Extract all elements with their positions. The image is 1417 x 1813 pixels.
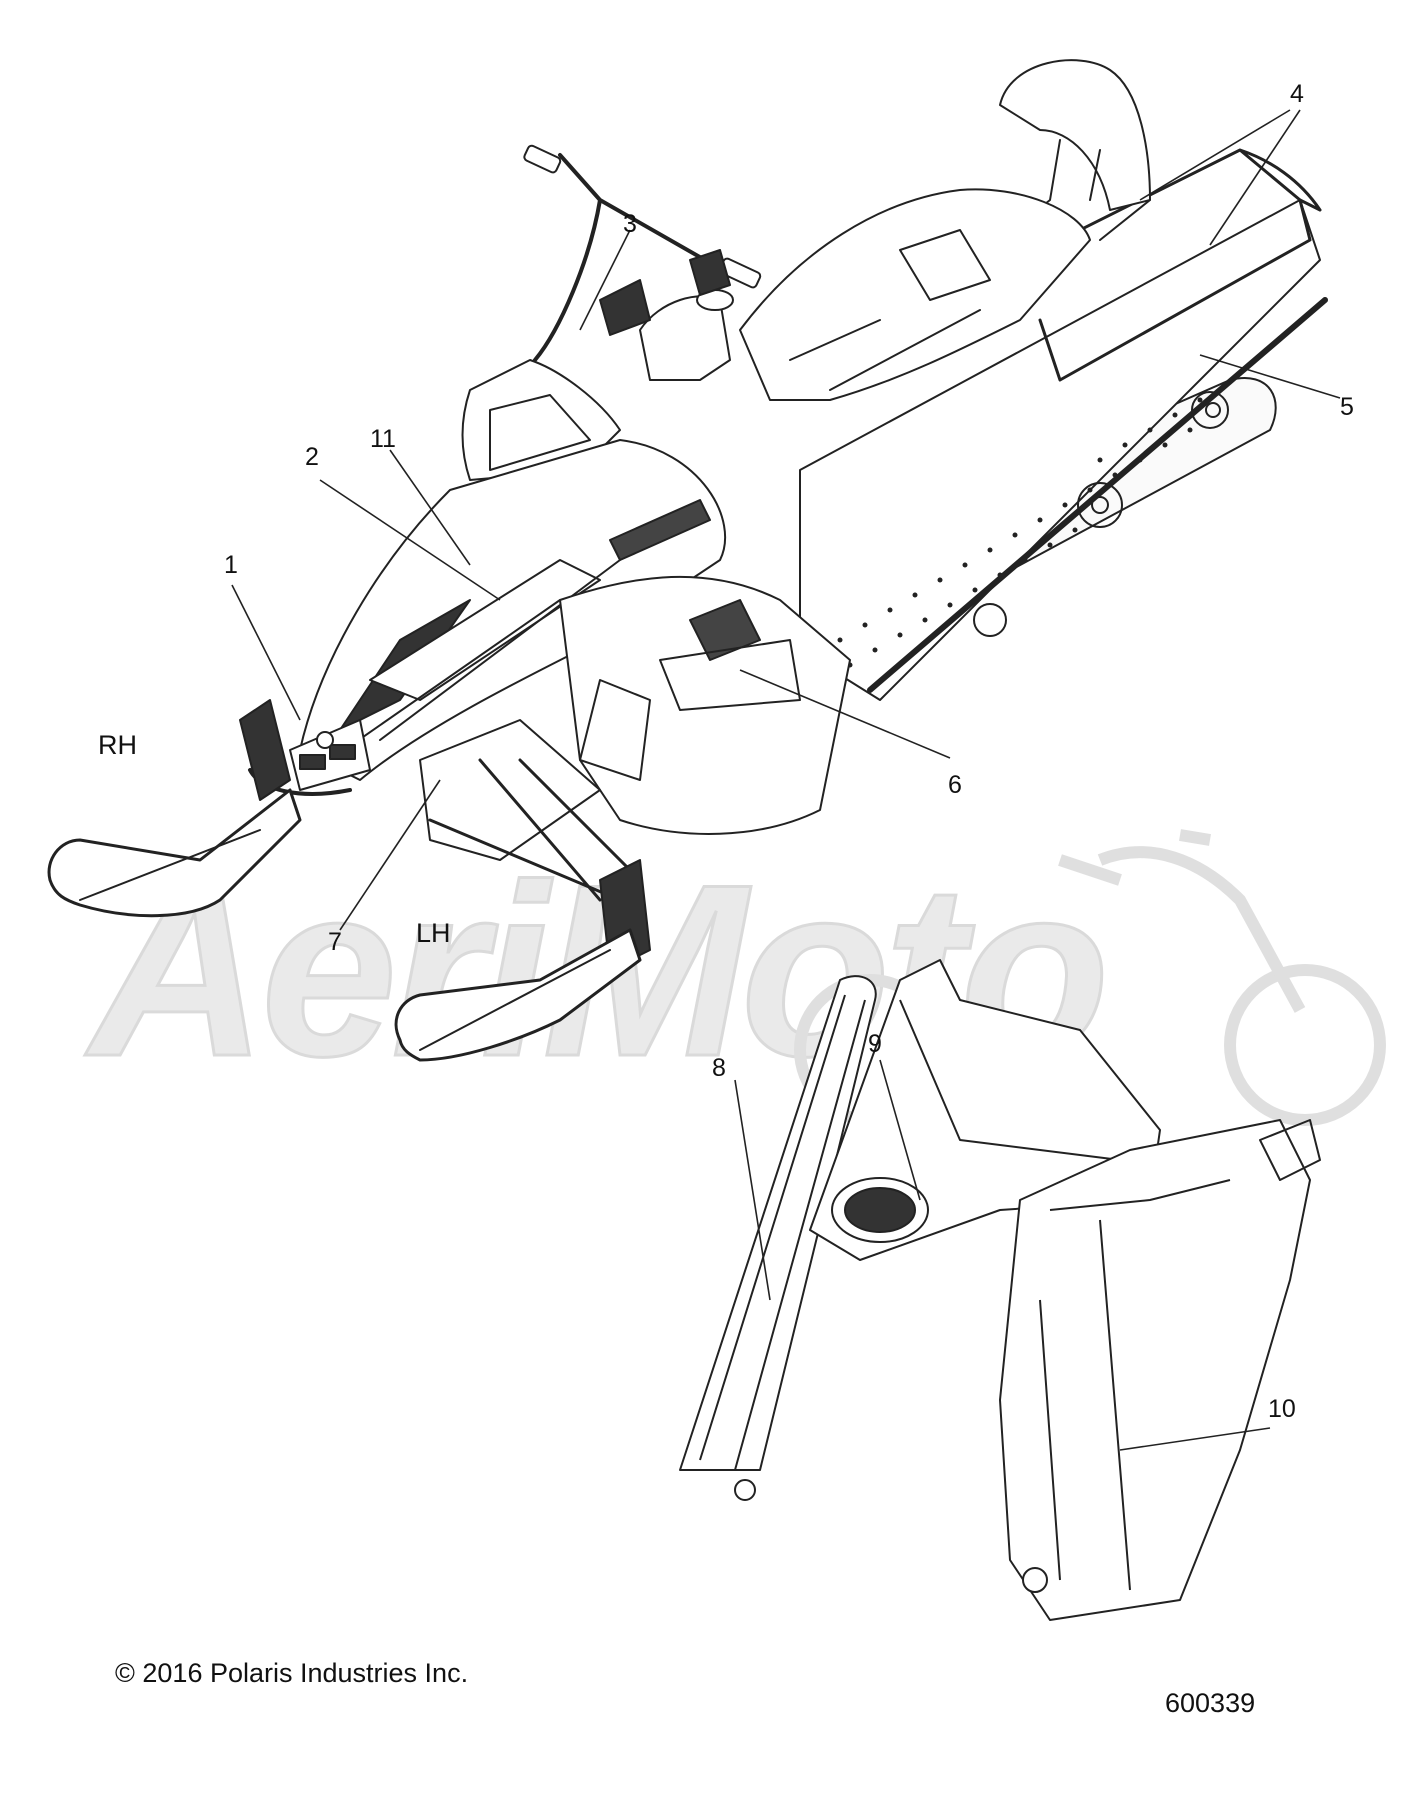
- belly-pan: [419, 719, 601, 861]
- callout-1: 1: [224, 551, 238, 579]
- seat-detail: [789, 229, 991, 391]
- leader-10: [1119, 1427, 1271, 1451]
- watermark-wheel-front: [1224, 964, 1386, 1126]
- hood-decal-stripe: [369, 559, 601, 701]
- rivets: [837, 397, 1203, 668]
- hood-vent: [609, 499, 711, 561]
- rear-bumper: [1038, 198, 1312, 382]
- side-panel-vent: [689, 599, 761, 661]
- ski-right: [47, 788, 302, 918]
- side-panel-decal: [659, 639, 801, 711]
- throttle-block: [689, 249, 731, 296]
- panel-10-tab: [1259, 1119, 1321, 1181]
- leader-7: [339, 779, 441, 931]
- suspension-arm: [428, 758, 642, 902]
- windshield-inner: [489, 394, 591, 471]
- panel-10-ridge: [1039, 1179, 1231, 1591]
- leader-5: [1199, 354, 1341, 399]
- panel-9-cup-inner: [844, 1187, 916, 1233]
- headlight-lens-1: [299, 754, 326, 770]
- leader-11: [389, 449, 471, 566]
- spindle-left: [239, 699, 291, 801]
- ski-left: [394, 928, 642, 1062]
- callout-9: 9: [868, 1030, 882, 1058]
- callout-3: 3: [623, 210, 637, 238]
- backrest-supports: [999, 139, 1151, 241]
- left-grip: [523, 144, 562, 174]
- leader-8: [734, 1079, 771, 1301]
- detail-view-hood-panels: [679, 959, 1321, 1621]
- bogie-wheels: [973, 391, 1229, 637]
- windshield: [461, 359, 621, 481]
- panel-8-mount: [734, 1479, 756, 1501]
- callout-11: 11: [370, 425, 396, 453]
- headlight-lens-2: [329, 744, 356, 760]
- leader-6: [739, 669, 951, 759]
- hood-badge: [316, 731, 334, 749]
- panel-8: [679, 975, 877, 1471]
- backrest: [999, 59, 1151, 211]
- copyright-notice: © 2016 Polaris Industries Inc.: [115, 1658, 469, 1688]
- panel-8-inner: [699, 994, 866, 1471]
- snowmobile: [47, 59, 1328, 1062]
- ski-right-keel: [79, 829, 261, 901]
- leader-lines: [231, 109, 1341, 1451]
- panel-10: [999, 1119, 1311, 1621]
- callout-7: 7: [328, 928, 342, 956]
- right-hand-label: RH: [98, 730, 137, 760]
- watermark-motorcycle-frame: [1058, 829, 1306, 1013]
- panel-10-mount: [1022, 1567, 1048, 1593]
- watermark: AeriMoto: [83, 829, 1386, 1126]
- leader-4b: [1209, 109, 1301, 246]
- rail: [867, 297, 1328, 693]
- callout-2: 2: [305, 443, 319, 471]
- callout-4: 4: [1290, 80, 1304, 108]
- panel-9-ridge: [899, 999, 1121, 1161]
- ski-left-keel: [419, 949, 611, 1051]
- callout-8: 8: [712, 1054, 726, 1082]
- leader-1: [231, 584, 301, 721]
- diagram-number: 600339: [1165, 1688, 1256, 1718]
- callout-10: 10: [1268, 1395, 1296, 1423]
- callout-5: 5: [1340, 393, 1354, 421]
- lower-panel: [579, 679, 651, 781]
- callout-6: 6: [948, 771, 962, 799]
- seat: [739, 188, 1091, 401]
- left-hand-label: LH: [416, 918, 451, 948]
- mirror: [599, 279, 651, 336]
- leader-2: [319, 479, 501, 601]
- leader-3: [579, 229, 631, 331]
- leader-4a: [1139, 109, 1291, 201]
- hood-center-line: [329, 559, 621, 761]
- leader-9: [879, 1059, 921, 1201]
